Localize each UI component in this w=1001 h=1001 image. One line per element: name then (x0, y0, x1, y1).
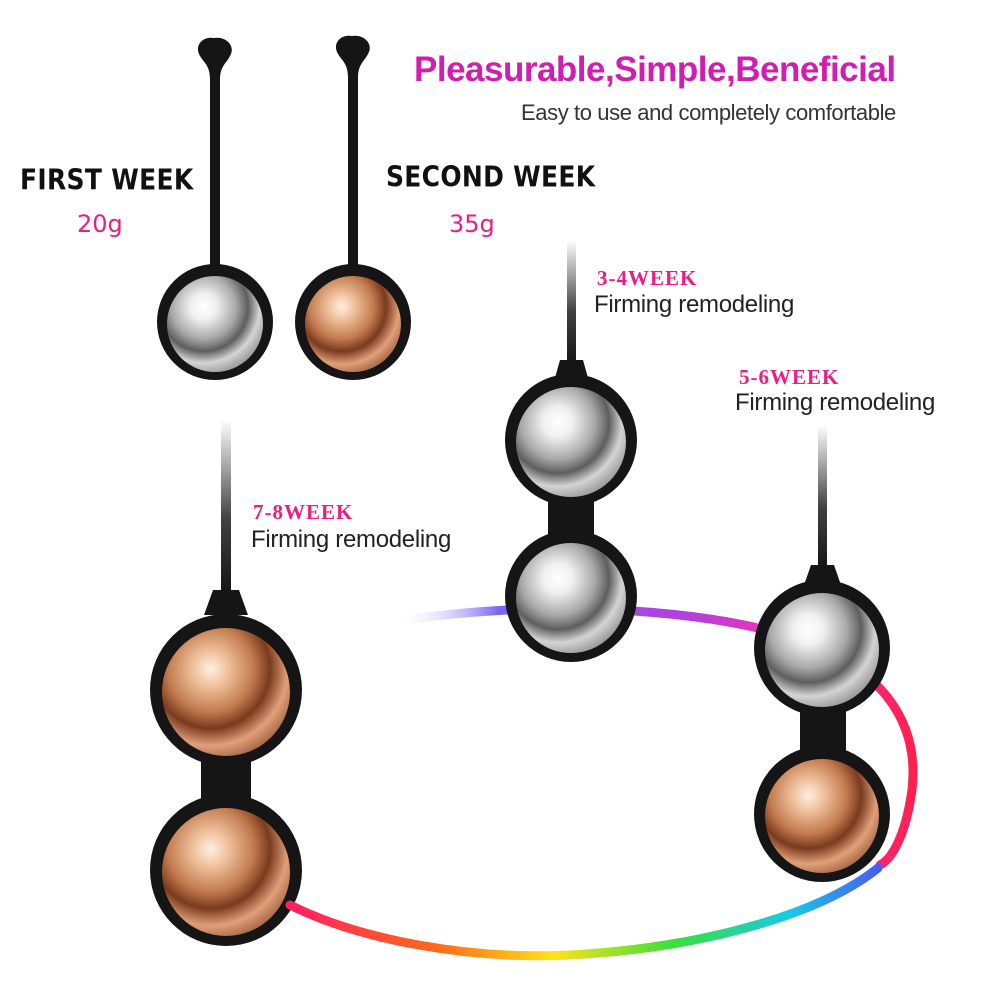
rainbow-ring-front (285, 863, 883, 961)
subheadline: Easy to use and completely comfortable (521, 100, 896, 125)
week-7-8-description: Firming remodeling (251, 526, 452, 553)
first-week-label: FIRST WEEK (20, 163, 194, 197)
first-week-ball (157, 37, 273, 380)
second-week-weight: 35g (449, 210, 495, 238)
second-week-ball (295, 35, 411, 380)
week-3-4-description: Firming remodeling (594, 291, 795, 318)
week-5-6-balls (754, 425, 890, 882)
week-7-8-balls (150, 420, 302, 946)
second-week-label: SECOND WEEK (386, 160, 596, 194)
headline: Pleasurable,Simple,Beneficial (414, 50, 896, 89)
week-5-6-label: 5-6WEEK (739, 365, 840, 389)
week-5-6-description: Firming remodeling (735, 389, 936, 416)
week-3-4-label: 3-4WEEK (597, 266, 698, 290)
week-7-8-label: 7-8WEEK (253, 500, 354, 524)
week-3-4-balls (505, 240, 637, 662)
first-week-weight: 20g (77, 210, 123, 238)
